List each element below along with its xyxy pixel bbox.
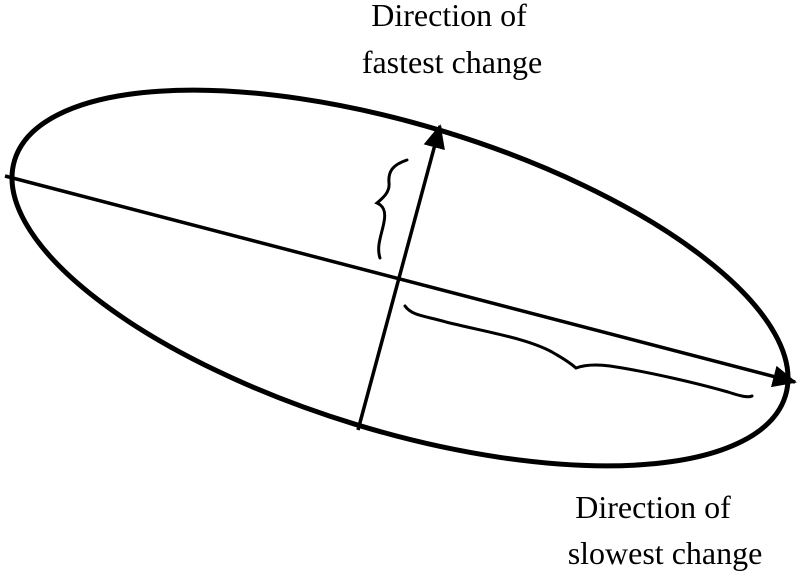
slowest-label-line1: Direction of — [575, 489, 731, 525]
slowest-label-line2: slowest change — [568, 535, 763, 571]
fastest-change-arrow — [356, 124, 445, 431]
fastest-brace — [374, 158, 409, 260]
fastest-label-line2: fastest change — [362, 44, 542, 80]
slowest-brace — [403, 304, 754, 399]
fastest-label-line1: Direction of — [371, 0, 527, 33]
